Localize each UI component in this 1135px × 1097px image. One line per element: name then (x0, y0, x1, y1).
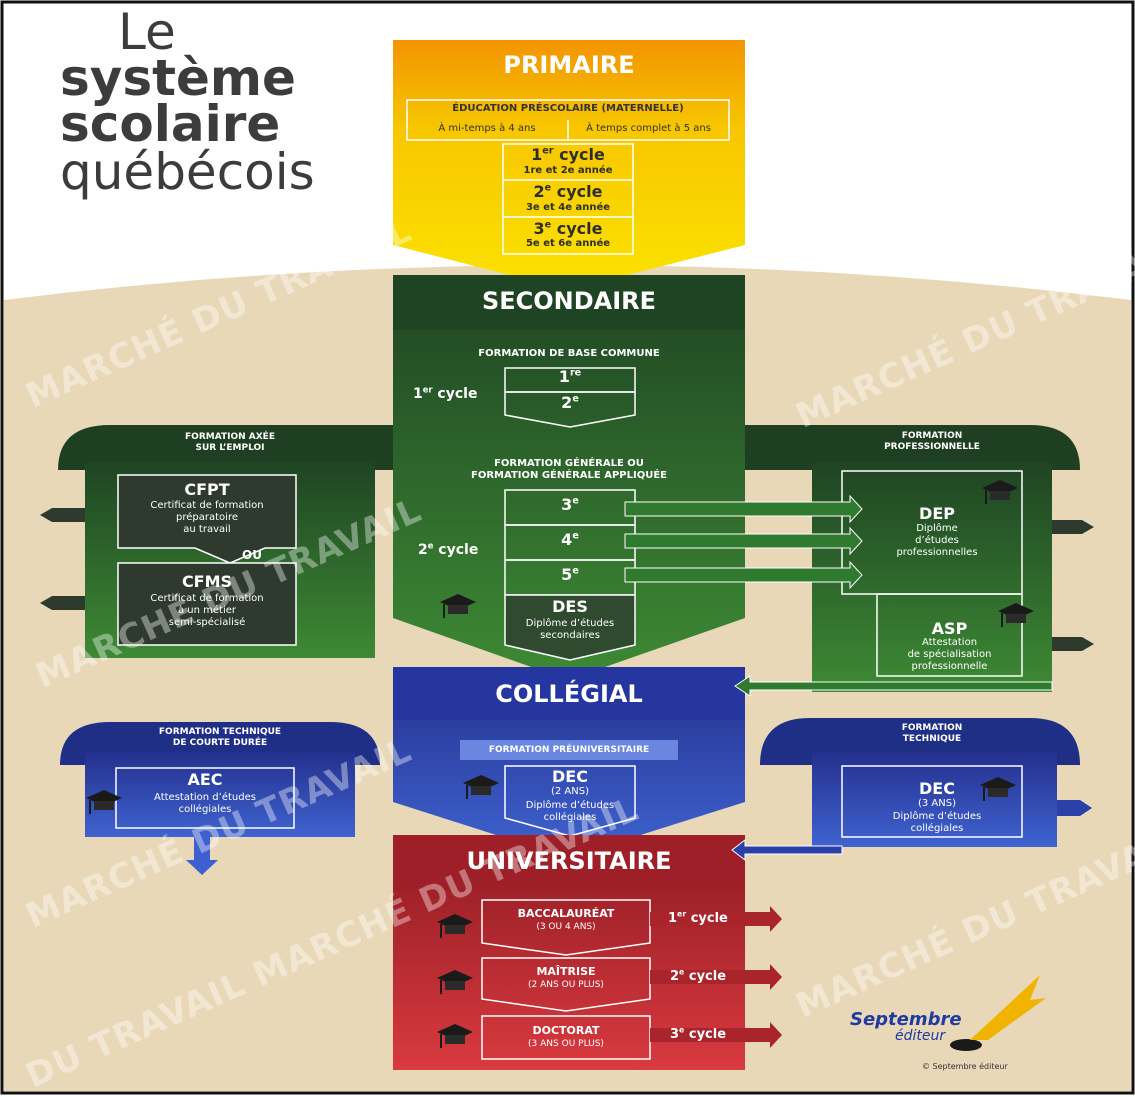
prescolaire-label: ÉDUCATION PRÉSCOLAIRE (MATERNELLE) (452, 103, 684, 114)
collegial-header: COLLÉGIAL (495, 680, 643, 708)
dec-2-line-2: collégiales (543, 812, 597, 823)
uni-cycle-1: 1er cycle (668, 909, 728, 926)
baccalaureat-label: BACCALAURÉAT (517, 907, 615, 920)
des-label: DES (552, 597, 588, 616)
secondaire-year-4: 4e (561, 530, 579, 549)
aec-label: AEC (187, 770, 223, 789)
professionnelle-line-1: FORMATION (901, 431, 963, 441)
cfms-line-2: à un métier (177, 605, 237, 616)
emploi-line-2: SUR L’EMPLOI (195, 443, 265, 453)
primaire-cycle-2: 2e cycle (533, 182, 603, 201)
professionnelle-line-2: PROFESSIONNELLE (884, 442, 980, 452)
cfpt-line-2: préparatoire (176, 512, 238, 523)
secondaire-year-3: 3e (561, 495, 579, 514)
formation-generale-appliquee-label: FORMATION GÉNÉRALE APPLIQUÉE (471, 470, 667, 481)
des-line-1: Diplôme d’études (525, 618, 615, 629)
secondaire-year-2: 2e (561, 393, 579, 412)
secondaire-year-5: 5e (561, 565, 579, 584)
dec-2-line-1: Diplôme d’études (525, 800, 615, 811)
uni-cycle-3: 3e cycle (670, 1025, 727, 1042)
base-commune-label: FORMATION DE BASE COMMUNE (478, 348, 660, 359)
secondaire-year-1: 1re (558, 367, 582, 386)
des-line-2: secondaires (540, 630, 600, 641)
uni-cycle-2: 2e cycle (670, 967, 727, 984)
maitrise-label: MAÎTRISE (536, 965, 596, 978)
doctorat-duration: (3 ANS OU PLUS) (528, 1039, 604, 1049)
cfms-line-3: semi-spécialisé (168, 617, 246, 628)
secondaire-header: SECONDAIRE (481, 287, 657, 315)
primaire-cycle-3: 3e cycle (533, 219, 603, 238)
publisher-name: Septembre (850, 1009, 962, 1030)
aec-line-2: collégiales (178, 804, 232, 815)
dec-3-label: DEC (919, 779, 955, 798)
temps-complet-label: À temps complet à 5 ans (586, 123, 711, 134)
dec-3-line-2: collégiales (910, 823, 964, 834)
dep-line-1: Diplôme (916, 523, 958, 534)
copyright: © Septembre éditeur (922, 1062, 1008, 1071)
primaire-block (393, 40, 745, 290)
cfms-line-1: Certificat de formation (150, 593, 264, 604)
dec-2-duration: (2 ANS) (550, 786, 589, 797)
courte-line-1: FORMATION TECHNIQUE (158, 727, 282, 737)
cfpt-line-1: Certificat de formation (150, 500, 264, 511)
title-line: système (60, 49, 296, 107)
dec-3-duration: (3 ANS) (917, 798, 956, 809)
dec-2-label: DEC (552, 767, 588, 786)
asp-line-2: de spécialisation (907, 649, 992, 660)
mi-temps-label: À mi-temps à 4 ans (438, 123, 536, 134)
universitaire-header: UNIVERSITAIRE (466, 847, 672, 875)
secondaire-cycle-2: 2e cycle (418, 540, 479, 558)
dep-line-2: d’études (915, 535, 959, 546)
emploi-line-1: FORMATION AXÉE (185, 432, 275, 442)
technique-line-1: FORMATION (901, 723, 963, 733)
primaire-cycle-3-years: 5e et 6e année (525, 238, 611, 249)
cfpt-line-3: au travail (183, 524, 231, 535)
ou-label: OU (242, 548, 262, 562)
asp-line-1: Attestation (921, 637, 978, 648)
logo-septembre (950, 975, 1046, 1051)
primaire-cycle-2-years: 3e et 4e année (525, 202, 611, 213)
title-line: québécois (60, 143, 315, 201)
professionnelle-block (812, 462, 1052, 692)
primaire-cycle-1: 1er cycle (531, 145, 605, 164)
primaire-cycle-1-years: 1re et 2e année (523, 165, 613, 176)
aec-line-1: Attestation d’études (154, 792, 256, 803)
title-line: scolaire (60, 95, 281, 153)
maitrise-duration: (2 ANS OU PLUS) (528, 980, 604, 990)
cfms-label: CFMS (181, 572, 233, 591)
formation-generale-label: FORMATION GÉNÉRALE OU (494, 458, 644, 469)
asp-line-3: professionnelle (911, 661, 988, 672)
technique-block (812, 752, 1057, 847)
dep-line-3: professionnelles (896, 547, 978, 558)
courte-line-2: DE COURTE DURÉE (172, 738, 268, 748)
asp-label: ASP (931, 619, 968, 638)
baccalaureat-duration: (3 OU 4 ANS) (536, 922, 596, 932)
cfpt-label: CFPT (184, 480, 230, 499)
courte-block (85, 752, 355, 837)
primaire-header: PRIMAIRE (503, 51, 635, 79)
dep-label: DEP (919, 504, 955, 523)
publisher-subtitle: éditeur (895, 1028, 946, 1044)
secondaire-cycle-1: 1er cycle (413, 384, 478, 402)
preuniversitaire-label: FORMATION PRÉUNIVERSITAIRE (488, 745, 650, 755)
doctorat-label: DOCTORAT (532, 1024, 600, 1037)
title-line: Le (118, 3, 176, 61)
technique-line-2: TECHNIQUE (902, 734, 962, 744)
dec-3-line-1: Diplôme d’études (892, 811, 982, 822)
